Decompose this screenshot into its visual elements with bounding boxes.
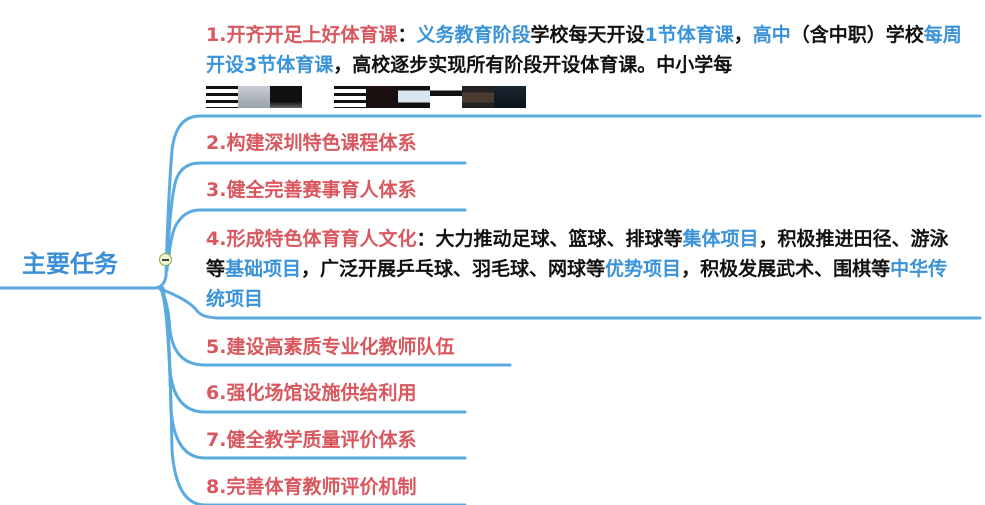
task-title: 1.开齐开足上好体育课 xyxy=(206,24,398,46)
task-title: 4.形成特色体育育人文化 xyxy=(206,228,417,250)
task-4[interactable]: 4.形成特色体育育人文化：大力推动足球、篮球、排球等集体项目，积极推进田径、游泳… xyxy=(206,228,949,310)
task-3[interactable]: 3.健全完善赛事育人体系 xyxy=(206,179,417,201)
task-5[interactable]: 5.建设高素质专业化教师队伍 xyxy=(206,336,455,358)
task-6[interactable]: 6.强化场馆设施供给利用 xyxy=(206,382,417,404)
task-2[interactable]: 2.构建深圳特色课程体系 xyxy=(206,132,417,154)
central-topic[interactable]: 主要任务 xyxy=(22,250,118,278)
task-7[interactable]: 7.健全教学质量评价体系 xyxy=(206,429,417,451)
collapse-toggle-icon[interactable] xyxy=(159,253,172,266)
redacted-text xyxy=(206,82,976,108)
task-1[interactable]: 1.开齐开足上好体育课：义务教育阶段学校每天开设1节体育课，高中（含中职）学校每… xyxy=(206,20,976,108)
task-8[interactable]: 8.完善体育教师评价机制 xyxy=(206,476,417,498)
